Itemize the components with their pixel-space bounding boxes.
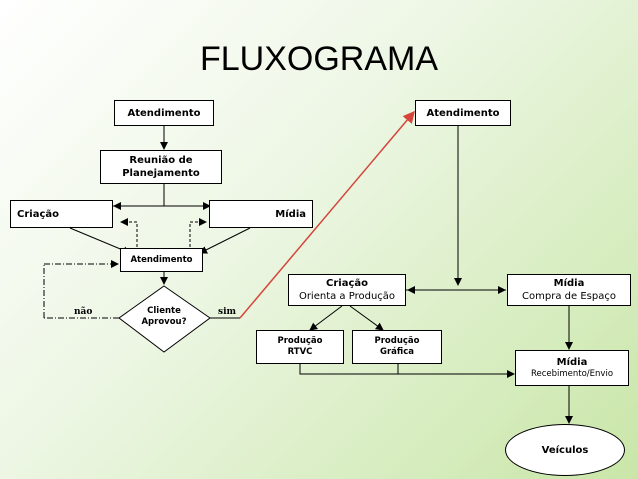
node-atendimento-left: Atendimento (114, 100, 214, 126)
node-atendimento-mid: Atendimento (120, 248, 203, 272)
decision-diamond (118, 285, 211, 353)
arrow-to-rtvc (309, 305, 343, 331)
node-midia-recebimento: Mídia Recebimento/Envio (515, 350, 629, 386)
node-producao-rtvc: Produção RTVC (256, 330, 344, 364)
arrow-return-midia (189, 218, 207, 247)
arrow-return-criacao (120, 218, 138, 247)
label-nao: não (74, 307, 93, 317)
node-criacao-producao: Criação Orienta a Produção (288, 274, 406, 306)
node-atendimento-right: Atendimento (415, 100, 511, 126)
arrow-rtvc-to-receb (299, 364, 515, 378)
node-cliente: Cliente Aprovou? (141, 306, 187, 327)
node-producao-grafica: Produção Gráfica (352, 330, 442, 364)
node-reuniao: Reunião de Planejamento (100, 150, 222, 184)
node-midia-compra: Mídia Compra de Espaço (507, 274, 631, 306)
node-midia: Mídia (209, 200, 313, 228)
arrow-midia-atendimento (199, 227, 251, 254)
page-title: FLUXOGRAMA (199, 40, 439, 78)
label-sim: sim (218, 307, 237, 317)
node-criacao: Criação (10, 200, 113, 228)
approval-link (239, 110, 415, 319)
arrow-to-grafica (349, 305, 384, 331)
node-veiculos: Veículos (505, 424, 625, 476)
